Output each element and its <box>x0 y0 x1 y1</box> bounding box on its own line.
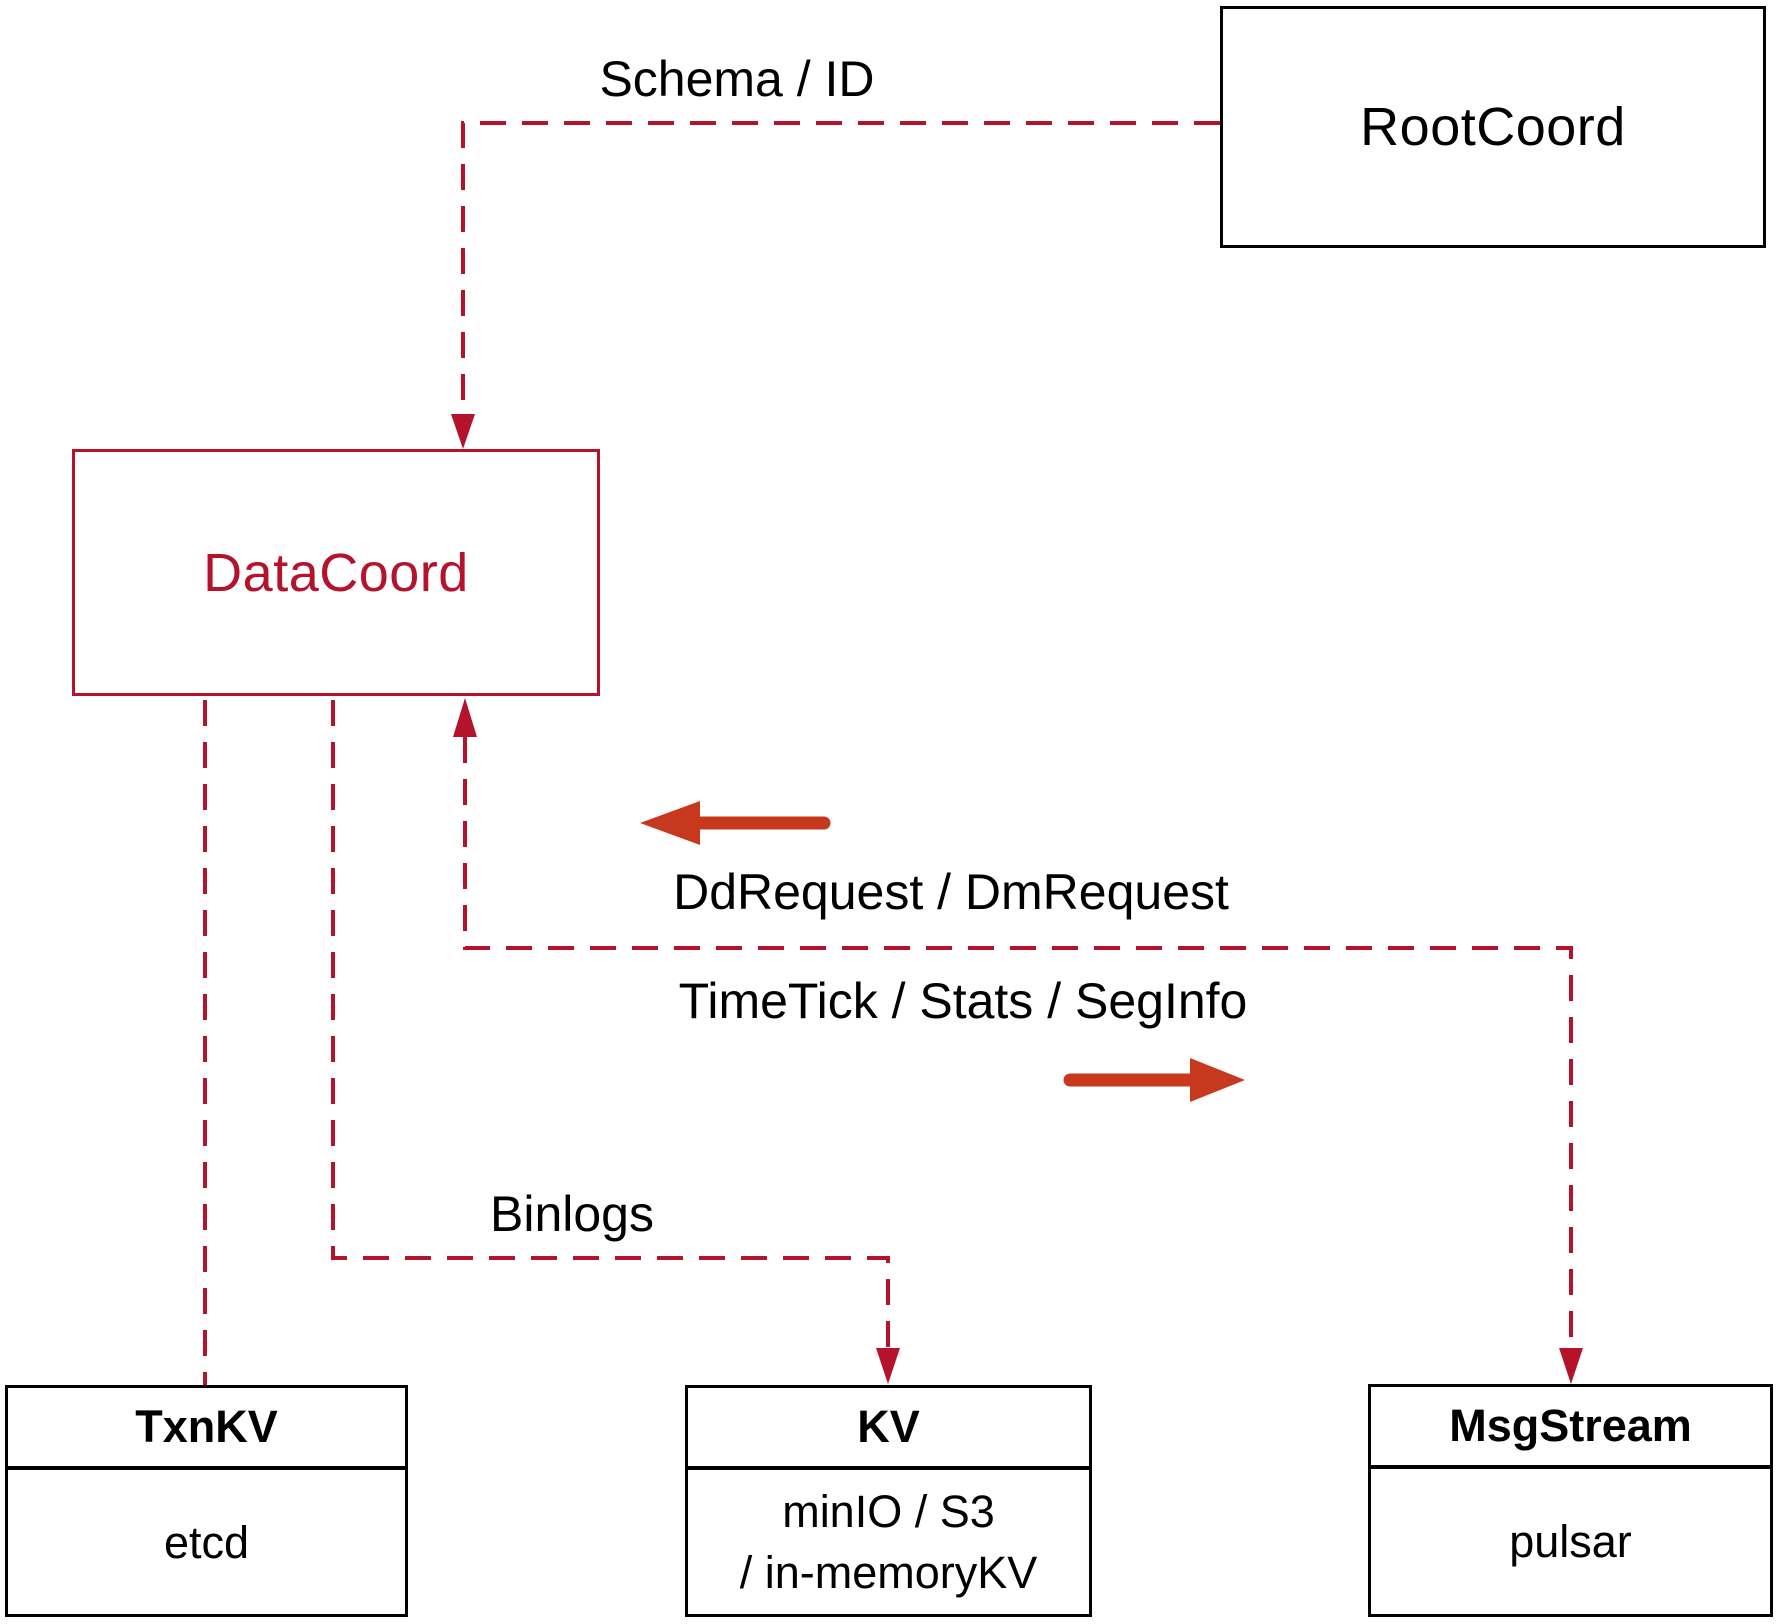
node-msgstream-body: pulsar <box>1509 1516 1632 1567</box>
arrowhead-up-into-datacoord-icon <box>453 698 477 737</box>
edge-label-timetick-stats-seginfo: TimeTick / Stats / SegInfo <box>678 973 1248 1029</box>
node-txnkv: TxnKV etcd <box>5 1385 408 1617</box>
node-kv-header: KV <box>688 1388 1089 1470</box>
node-kv-body-line1: minIO / S3 <box>782 1486 995 1537</box>
edge-label-ddrequest-dmrequest: DdRequest / DmRequest <box>673 864 1229 920</box>
node-kv-body-line2: / in-memoryKV <box>739 1547 1038 1598</box>
arrowhead-down-into-kv-icon <box>876 1348 900 1384</box>
node-datacoord: DataCoord <box>72 449 600 696</box>
node-msgstream-header: MsgStream <box>1371 1387 1770 1469</box>
edge-label-binlogs: Binlogs <box>490 1186 654 1242</box>
node-msgstream: MsgStream pulsar <box>1368 1384 1773 1617</box>
node-kv: KV minIO / S3 / in-memoryKV <box>685 1385 1092 1617</box>
direction-arrow-right-icon <box>1063 1058 1245 1102</box>
node-txnkv-header: TxnKV <box>8 1388 405 1470</box>
edge-label-schema-id: Schema / ID <box>599 51 875 107</box>
arrowhead-down-into-datacoord-icon <box>451 414 475 449</box>
schema-id-edge <box>461 121 1220 441</box>
node-datacoord-label: DataCoord <box>203 542 469 603</box>
binlogs-edge <box>331 700 890 1348</box>
node-kv-body: minIO / S3 / in-memoryKV <box>688 1470 1089 1614</box>
arrowhead-down-into-msgstream-icon <box>1559 1348 1583 1384</box>
direction-arrow-left-icon <box>640 801 831 845</box>
node-rootcoord: RootCoord <box>1220 6 1766 248</box>
node-txnkv-body: etcd <box>163 1516 250 1568</box>
node-rootcoord-label: RootCoord <box>1360 97 1626 157</box>
datacoord-msgstream-edge <box>463 737 1573 1348</box>
